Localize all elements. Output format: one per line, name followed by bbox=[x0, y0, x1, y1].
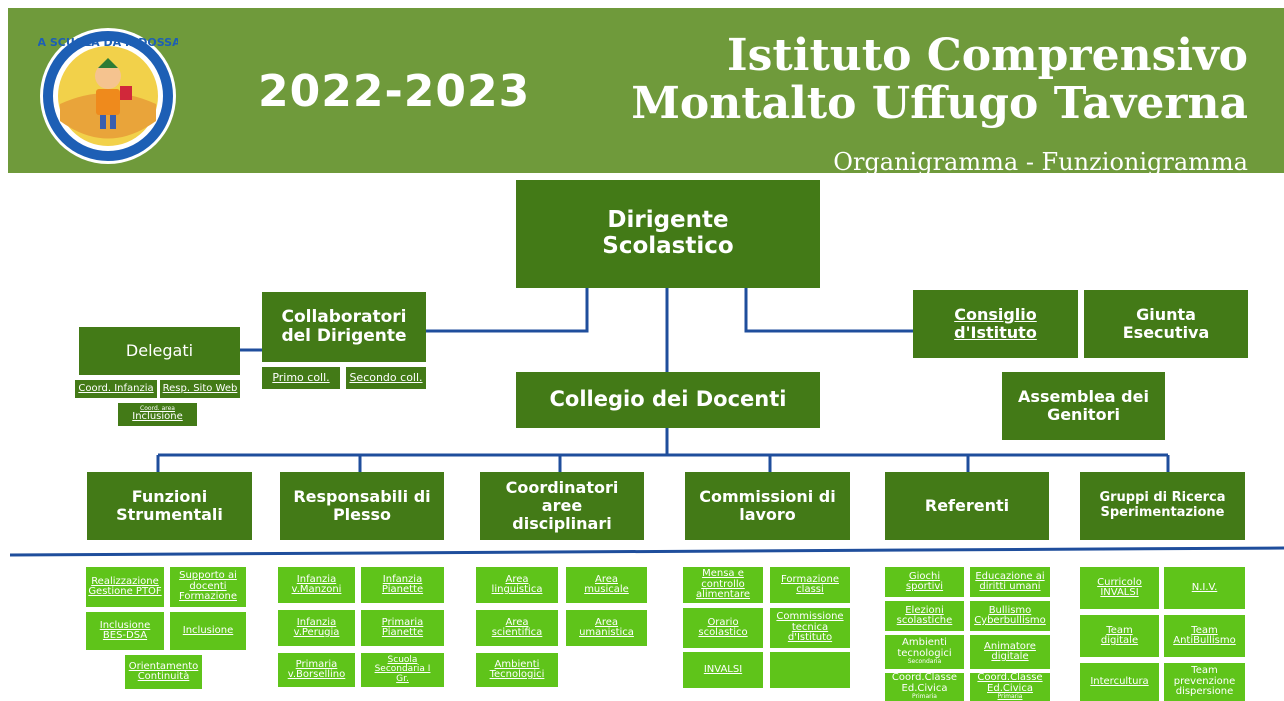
category-responsabili-plesso: Responsabili di Plesso bbox=[280, 472, 444, 540]
category-commissioni-lavoro: Commissioni di lavoro bbox=[685, 472, 850, 540]
institute-title-line2: Montalto Uffugo Taverna bbox=[631, 78, 1248, 129]
delegati-box: Delegati bbox=[79, 327, 240, 375]
school-year: 2022-2023 bbox=[258, 66, 531, 117]
primo-collaboratore[interactable]: Primo coll. bbox=[262, 367, 340, 389]
ambienti-tecnologici-label: Ambienti tecnologici bbox=[897, 637, 952, 659]
secondo-collaboratore[interactable]: Secondo coll. bbox=[346, 367, 426, 389]
item-area-musicale[interactable]: Area musicale bbox=[566, 567, 647, 603]
item-commissione-tecnica[interactable]: Commissione tecnica d'Istituto bbox=[770, 608, 850, 648]
item-inclusione[interactable]: Inclusione bbox=[170, 612, 246, 650]
coord-ed-civica-1-small: Primaria bbox=[912, 693, 937, 701]
category-coordinatori-aree: Coordinatori aree disciplinari bbox=[480, 472, 644, 540]
item-orientamento-continuita[interactable]: Orientamento Continuità bbox=[125, 655, 202, 689]
item-team-antibullismo[interactable]: Team AntiBullismo bbox=[1164, 615, 1245, 657]
item-bullismo[interactable]: Bullismo Cyberbullismo bbox=[970, 601, 1050, 631]
item-elezioni-scolastiche[interactable]: Elezioni scolastiche bbox=[885, 601, 964, 631]
item-animatore-digitale[interactable]: Animatore digitale bbox=[970, 635, 1050, 669]
category-gruppi-ricerca: Gruppi di Ricerca Sperimentazione bbox=[1080, 472, 1245, 540]
category-referenti: Referenti bbox=[885, 472, 1049, 540]
coord-area-inclusione[interactable]: Coord. area Inclusione bbox=[118, 403, 197, 426]
page-subtitle: Organigramma - Funzionigramma bbox=[833, 148, 1248, 176]
item-primaria-borsellino[interactable]: Primaria v.Borsellino bbox=[278, 653, 355, 687]
ambienti-tecnologici-small: Secondaria bbox=[907, 658, 942, 666]
item-scuola-secondaria[interactable]: Scuola Secondaria I Gr. bbox=[361, 653, 444, 687]
item-coord-ed-civica-1[interactable]: Coord.Classe Ed.Civica Primaria bbox=[885, 673, 964, 701]
item-infanzia-manzoni[interactable]: Infanzia v.Manzoni bbox=[278, 567, 355, 603]
item-invalsi-commissione[interactable]: INVALSI bbox=[683, 652, 763, 688]
resp-sito-web[interactable]: Resp. Sito Web bbox=[160, 380, 240, 398]
item-team-prevenzione[interactable]: Team prevenzione dispersione bbox=[1164, 663, 1245, 701]
item-niv[interactable]: N.I.V. bbox=[1164, 567, 1245, 609]
item-infanzia-perugia[interactable]: Infanzia v.Perugia bbox=[278, 610, 355, 646]
svg-text:UNA SCUOLA DA INDOSSARE: UNA SCUOLA DA INDOSSARE bbox=[38, 36, 178, 49]
coord-area-inclusione-label: Inclusione bbox=[132, 411, 183, 423]
coord-ed-civica-2-small: Primaria bbox=[997, 693, 1023, 701]
coord-ed-civica-1-label: Coord.Classe Ed.Civica bbox=[891, 673, 958, 694]
item-educazione-diritti[interactable]: Educazione ai diritti umani bbox=[970, 567, 1050, 597]
dirigente-box: Dirigente Scolastico bbox=[516, 180, 820, 288]
item-mensa[interactable]: Mensa e controllo alimentare bbox=[683, 567, 763, 603]
assemblea-genitori-box: Assemblea dei Genitori bbox=[1002, 372, 1165, 440]
consiglio-istituto-box[interactable]: Consiglio d'Istituto bbox=[913, 290, 1078, 358]
coord-ed-civica-2-label: Coord.Classe Ed.Civica bbox=[977, 673, 1043, 694]
item-area-linguistica[interactable]: Area linguistica bbox=[476, 567, 558, 603]
item-empty-commissione bbox=[770, 652, 850, 688]
item-inclusione-bes-dsa[interactable]: Inclusione BES-DSA bbox=[86, 612, 164, 650]
item-infanzia-pianette[interactable]: Infanzia Pianette bbox=[361, 567, 444, 603]
item-ambienti-tecnologici-ref[interactable]: Ambienti tecnologici Secondaria bbox=[885, 635, 964, 669]
coord-infanzia[interactable]: Coord. Infanzia bbox=[75, 380, 157, 398]
school-logo: UNA SCUOLA DA INDOSSARE bbox=[38, 28, 178, 164]
institute-title-line1: Istituto Comprensivo bbox=[727, 30, 1248, 81]
item-intercultura[interactable]: Intercultura bbox=[1080, 663, 1159, 701]
item-coord-ed-civica-2[interactable]: Coord.Classe Ed.Civica Primaria bbox=[970, 673, 1050, 701]
category-funzioni-strumentali: Funzioni Strumentali bbox=[87, 472, 252, 540]
item-ambienti-tecnologici-coord[interactable]: Ambienti Tecnologici bbox=[476, 653, 558, 687]
item-primaria-pianette[interactable]: Primaria Pianette bbox=[361, 610, 444, 646]
collegio-docenti-box: Collegio dei Docenti bbox=[516, 372, 820, 428]
header-banner: UNA SCUOLA DA INDOSSARE 2022-2023 Istitu… bbox=[8, 8, 1284, 176]
coord-area-small-label: Coord. area bbox=[140, 405, 175, 413]
item-supporto-docenti[interactable]: Supporto ai docenti Formazione bbox=[170, 567, 246, 607]
item-orario-scolastico[interactable]: Orario scolastico bbox=[683, 608, 763, 648]
item-giochi-sportivi[interactable]: Giochi sportivi bbox=[885, 567, 964, 597]
item-curricolo-invalsi[interactable]: Curricolo INVALSI bbox=[1080, 567, 1159, 609]
collaboratori-box: Collaboratori del Dirigente bbox=[262, 292, 426, 362]
giunta-esecutiva-box: Giunta Esecutiva bbox=[1084, 290, 1248, 358]
item-realizzazione-ptof[interactable]: Realizzazione Gestione PTOF bbox=[86, 567, 164, 607]
item-area-scientifica[interactable]: Area scientifica bbox=[476, 610, 558, 646]
item-formazione-classi[interactable]: Formazione classi bbox=[770, 567, 850, 603]
item-area-umanistica[interactable]: Area umanistica bbox=[566, 610, 647, 646]
item-team-digitale[interactable]: Team digitale bbox=[1080, 615, 1159, 657]
